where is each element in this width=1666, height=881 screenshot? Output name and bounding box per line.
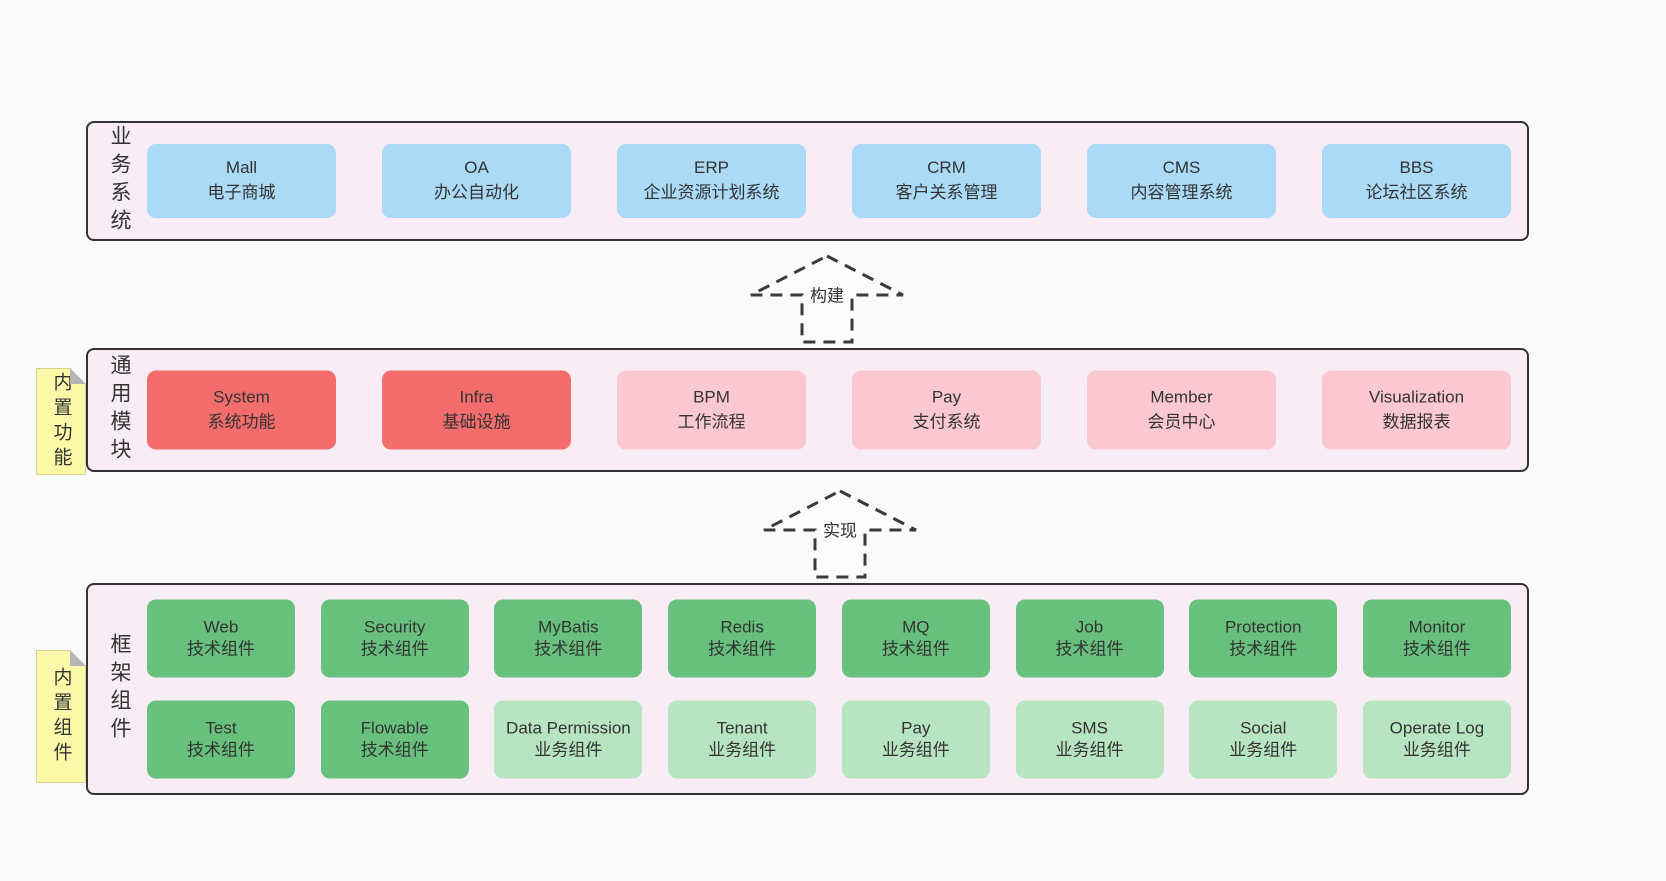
box-bbs: BBS 论坛社区系统: [1322, 144, 1511, 218]
box-flowable: Flowable 技术组件: [320, 700, 469, 779]
box-protection: Protection 技术组件: [1189, 599, 1338, 678]
panel-business-label: 业务系统: [108, 125, 131, 237]
panel-common-modules: 通用模块 System 系统功能 Infra 基础设施 BPM 工作流程 Pay…: [86, 348, 1529, 472]
box-system: System 系统功能: [147, 370, 336, 450]
box-operate-log: Operate Log 业务组件: [1362, 700, 1511, 779]
box-sms: SMS 业务组件: [1015, 700, 1164, 779]
box-monitor: Monitor 技术组件: [1362, 599, 1511, 678]
box-pay-module: Pay 支付系统: [852, 370, 1041, 450]
business-box-row: Mall 电子商城 OA 办公自动化 ERP 企业资源计划系统 CRM 客户关系…: [147, 144, 1511, 218]
arrow-implement-label: 实现: [818, 513, 862, 545]
box-infra: Infra 基础设施: [382, 370, 571, 450]
folded-corner: [70, 650, 86, 666]
framework-row-2: Test 技术组件 Flowable 技术组件 Data Permission …: [147, 700, 1511, 779]
box-visualization: Visualization 数据报表: [1322, 370, 1511, 450]
box-test: Test 技术组件: [147, 700, 295, 779]
box-security: Security 技术组件: [320, 599, 469, 678]
folded-corner: [70, 368, 86, 384]
box-redis: Redis 技术组件: [668, 599, 817, 678]
box-social: Social 业务组件: [1189, 700, 1338, 779]
box-bpm: BPM 工作流程: [617, 370, 806, 450]
panel-modules-label: 通用模块: [108, 354, 131, 466]
box-job: Job 技术组件: [1015, 599, 1164, 678]
box-tenant: Tenant 业务组件: [668, 700, 817, 779]
up-arrow-build: 构建: [744, 248, 910, 348]
box-mq: MQ 技术组件: [841, 599, 990, 678]
framework-row-1: Web 技术组件 Security 技术组件 MyBatis 技术组件 Redi…: [147, 599, 1511, 678]
box-cms: CMS 内容管理系统: [1087, 144, 1276, 218]
arrow-build-label: 构建: [805, 278, 849, 310]
box-member: Member 会员中心: [1087, 370, 1276, 450]
box-crm: CRM 客户关系管理: [852, 144, 1041, 218]
box-data-permission: Data Permission 业务组件: [494, 700, 643, 779]
box-mybatis: MyBatis 技术组件: [494, 599, 643, 678]
box-web: Web 技术组件: [147, 599, 295, 678]
modules-box-row: System 系统功能 Infra 基础设施 BPM 工作流程 Pay 支付系统…: [147, 370, 1511, 450]
panel-framework-label: 框架组件: [108, 633, 131, 745]
box-mall: Mall 电子商城: [147, 144, 336, 218]
box-oa: OA 办公自动化: [382, 144, 571, 218]
sticky-note-built-in-features: 内置功能: [36, 368, 86, 475]
panel-business-systems: 业务系统 Mall 电子商城 OA 办公自动化 ERP 企业资源计划系统 CRM…: [86, 121, 1529, 241]
box-pay-component: Pay 业务组件: [841, 700, 990, 779]
panel-framework-components: 框架组件 Web 技术组件 Security 技术组件 MyBatis 技术组件…: [86, 583, 1529, 795]
box-erp: ERP 企业资源计划系统: [617, 144, 806, 218]
sticky-note-built-in-components: 内置组件: [36, 650, 86, 783]
framework-box-rows: Web 技术组件 Security 技术组件 MyBatis 技术组件 Redi…: [147, 599, 1511, 779]
up-arrow-implement: 实现: [757, 483, 923, 583]
